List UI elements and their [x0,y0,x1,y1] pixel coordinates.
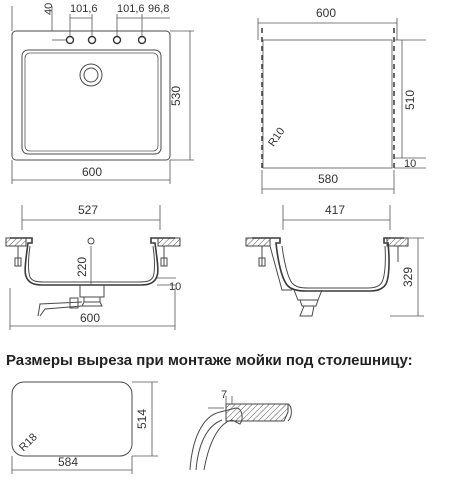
dim-front-bowl-depth: 220 [75,257,89,277]
bowl-inner-outline [24,52,159,152]
dim-cutout-width: 600 [316,6,336,20]
dim-undermount-depth: 514 [135,409,149,429]
drain-outer [79,63,103,87]
tap-hole-1 [65,35,75,45]
countertop-section [225,403,289,422]
sink-rim-profile [189,407,243,471]
dim-top-depth: 530 [169,86,183,106]
front-sink-body [10,237,175,286]
tap-hole-4 [137,35,147,45]
undermount-detail: 7 [189,389,292,471]
dim-front-width: 600 [80,311,100,325]
front-section: 527 220 10 600 [5,203,181,330]
dim-top-width: 600 [82,165,102,179]
dim-cutout-inner-width: 580 [318,172,338,186]
dim-front-inner-width: 527 [78,203,98,217]
dim-undermount-radius: R18 [17,431,40,454]
dim-tap-spacing-1: 101,6 [70,3,98,15]
dim-undermount-offset: 7 [221,389,227,401]
drain-inner [83,67,99,83]
cutout-view: 600 R10 510 10 580 [257,6,426,194]
sink-outline [11,30,171,161]
tap-hole-2 [87,35,97,45]
dim-undermount-width: 584 [58,455,78,469]
top-view: 101,6 101,6 96,8 40 600 530 [11,3,194,184]
dim-cutout-margin: 10 [404,158,416,170]
dim-side-inner-width: 417 [325,203,345,217]
dim-tap-spacing-3: 96,8 [148,3,169,15]
dim-tap-offset: 40 [43,3,55,15]
dim-front-wall: 10 [169,281,181,293]
side-sink-body [252,237,404,292]
dim-cutout-depth: 510 [403,90,417,110]
bowl-outline [21,49,162,155]
tap-hole-3 [112,35,122,45]
undermount-heading: Размеры выреза при монтаже мойки под сто… [6,352,413,369]
dim-tap-spacing-2: 101,6 [117,3,145,15]
undermount-cutout: R18 514 584 [11,381,158,474]
tap-holes [65,35,147,45]
side-section: 417 329 [245,203,424,317]
siphon [37,301,83,317]
cutout-rect [262,39,393,169]
dim-cutout-radius: R10 [266,126,287,149]
undermount-cutout-rect [11,381,133,457]
dim-side-height: 329 [401,267,415,287]
